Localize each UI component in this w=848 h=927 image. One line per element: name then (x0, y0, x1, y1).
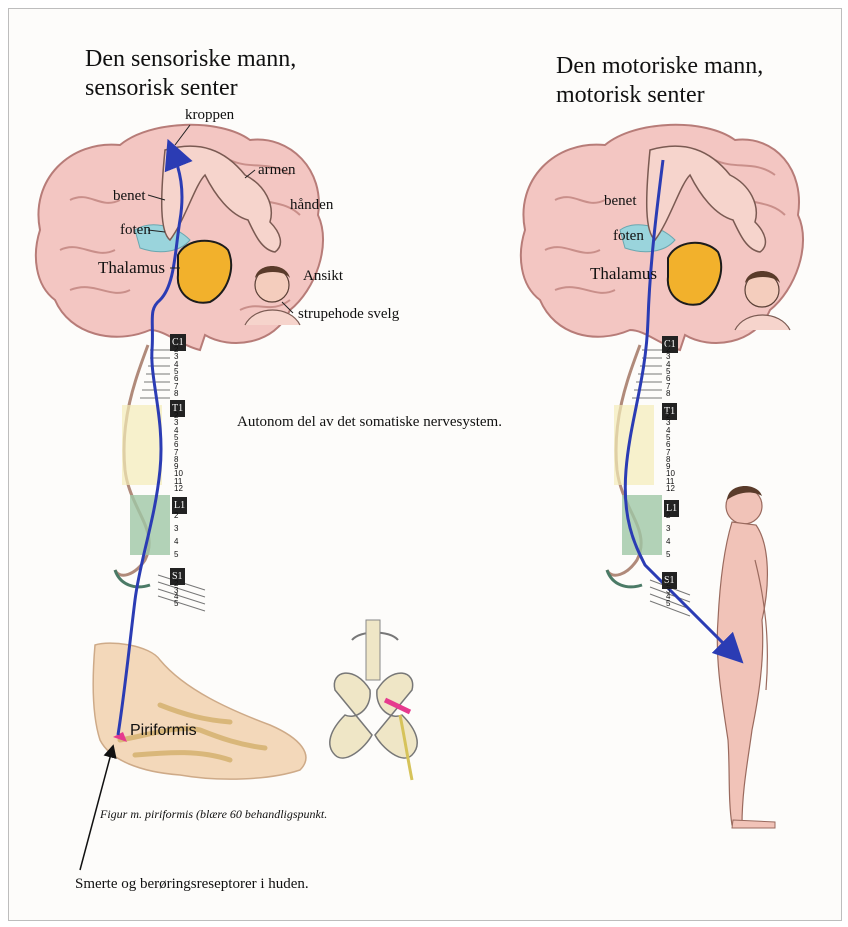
label-kroppen: kroppen (185, 107, 234, 124)
figure-caption: Figur m. piriformis (blære 60 behandligs… (100, 806, 327, 823)
vertebra-number-right-lumbar: 3 (666, 525, 670, 533)
label-piriformis: Piriformis (130, 722, 197, 739)
label-benet-right: benet (604, 193, 636, 210)
vertebra-number-right-thoracic: 12 (666, 485, 675, 493)
label-thalamus-left: Thalamus (98, 259, 165, 276)
vertebra-number-left-sacral: 5 (174, 600, 178, 608)
vertebra-number-left-lumbar: 3 (174, 525, 178, 533)
label-autonom: Autonom del av det somatiske nervesystem… (237, 414, 502, 431)
left-title: Den sensoriske mann, sensorisk senter (85, 45, 296, 103)
foot-illustration (93, 643, 306, 779)
standing-man (717, 486, 775, 828)
vertebra-number-left-lumbar: 4 (174, 538, 178, 546)
right-spine (607, 345, 690, 616)
vertebra-number-right-sacral: 5 (666, 600, 670, 608)
label-foten-right: foten (613, 228, 644, 245)
right-title-line1: Den motoriske mann, (556, 52, 763, 81)
label-strupehode: strupehode svelg (298, 306, 399, 323)
label-ansikt: Ansikt (303, 268, 343, 285)
right-title-line2: motorisk senter (556, 81, 763, 110)
vertebra-number-right-lumbar: 2 (666, 512, 670, 520)
label-handen: hånden (290, 197, 333, 214)
label-armen: armen (258, 162, 295, 179)
label-smerte: Smerte og berøringsreseptorer i huden. (75, 876, 309, 893)
label-benet-left: benet (113, 188, 145, 205)
right-brain (521, 125, 803, 350)
pelvis-illustration (330, 620, 417, 780)
right-title: Den motoriske mann, motorisk senter (556, 52, 763, 110)
left-title-line1: Den sensoriske mann, (85, 45, 296, 74)
vertebra-number-left-thoracic: 12 (174, 485, 183, 493)
label-foten-left: foten (120, 222, 151, 239)
left-title-line2: sensorisk senter (85, 74, 296, 103)
left-brain (36, 125, 323, 350)
vertebra-number-right-lumbar: 4 (666, 538, 670, 546)
label-thalamus-right: Thalamus (590, 265, 657, 282)
vertebra-number-right-lumbar: 5 (666, 551, 670, 559)
vertebra-number-right-cervical: 8 (666, 390, 670, 398)
vertebra-number-left-cervical: 8 (174, 390, 178, 398)
vertebra-number-left-lumbar: 2 (174, 512, 178, 520)
vertebra-number-left-lumbar: 5 (174, 551, 178, 559)
